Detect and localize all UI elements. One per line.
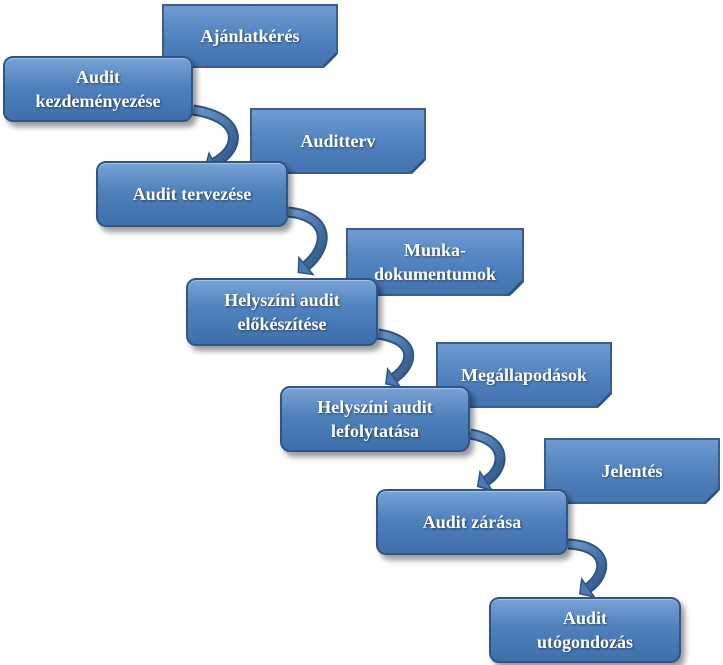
step-audit-utogondozas: Audit utógondozás — [489, 597, 681, 663]
step-label: Audit zárása — [422, 512, 522, 532]
document-label: Auditterv — [300, 131, 376, 151]
document-jelentes: Jelentés — [544, 438, 720, 504]
step-label: Audit tervezése — [132, 184, 252, 204]
connector-arrow-1 — [192, 106, 237, 167]
step-audit-zarasa: Audit zárása — [376, 489, 568, 555]
arrow-head-icon — [578, 576, 597, 599]
step-audit-kezdemenyezese: Audit kezdeményezése — [3, 56, 193, 122]
connector-arrow-3 — [377, 330, 413, 381]
document-label: Jelentés — [601, 461, 663, 481]
step-audit-tervezese: Audit tervezése — [96, 161, 288, 227]
step-label: Audit kezdeményezése — [35, 67, 161, 111]
step-label: Helyszíni audit lefolytatása — [317, 397, 433, 441]
document-label: Megállapodások — [460, 365, 588, 385]
step-helyszini-audit-lefolytatasa: Helyszíni audit lefolytatása — [280, 386, 470, 452]
arrow-head-icon — [476, 469, 494, 492]
document-megallapodasok: Megállapodások — [436, 342, 612, 408]
document-label: Munka- dokumentumok — [373, 240, 497, 284]
document-label: Ajánlatkérés — [200, 26, 300, 46]
document-ajanlatkeres: Ajánlatkérés — [162, 4, 338, 68]
step-label: Helyszíni audit előkészítése — [224, 290, 340, 334]
connector-arrow-5 — [567, 540, 606, 591]
step-helyszini-audit-elokeszitese: Helyszíni audit előkészítése — [186, 278, 378, 346]
connector-arrow-2 — [287, 208, 326, 269]
arrow-head-icon — [384, 366, 403, 389]
connector-arrow-4 — [469, 430, 504, 484]
arrow-head-icon — [297, 255, 315, 276]
step-label: Audit utógondozás — [536, 608, 634, 652]
